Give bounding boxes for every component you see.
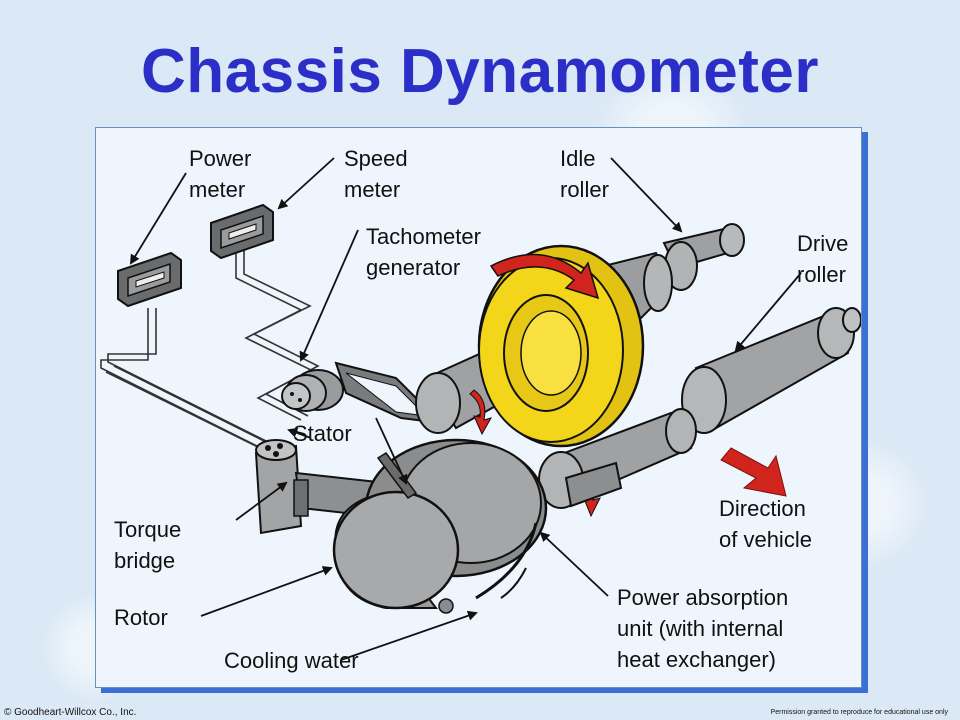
label-line: Torque: [114, 517, 182, 542]
label-line: Tachometer: [366, 224, 481, 249]
power-meter-device: [117, 251, 182, 308]
label-stator: Stator: [293, 421, 352, 446]
label-rotor: Rotor: [114, 605, 168, 630]
label-line: generator: [366, 255, 461, 280]
tire-rotation-arrow: [489, 253, 600, 300]
label-line: roller: [797, 262, 846, 287]
copyright-text: © Goodheart-Willcox Co., Inc.: [4, 707, 137, 718]
label-power-absorption-unit: Power absorption unit (with internal hea…: [617, 582, 788, 675]
label-line: Idle: [560, 146, 596, 171]
front-roller-arrow: [469, 389, 493, 436]
dynamometer-illustration: [100, 157, 861, 661]
tachometer-generator-device: [281, 369, 344, 412]
label-line: roller: [560, 177, 609, 202]
label-cooling-water: Cooling water: [224, 648, 359, 673]
label-direction-of-vehicle: Direction of vehicle: [719, 493, 812, 555]
label-line: bridge: [114, 548, 176, 573]
label-line: Power: [189, 146, 252, 171]
label-line: Drive: [797, 231, 849, 256]
label-power-meter: Power meter: [189, 143, 251, 205]
label-line: meter: [189, 177, 246, 202]
label-line: heat exchanger): [617, 647, 776, 672]
label-line: Direction: [719, 496, 806, 521]
idle-roller-device: [662, 223, 745, 291]
label-speed-meter: Speed meter: [344, 143, 408, 205]
permission-text: Permission granted to reproduce for educ…: [770, 709, 948, 716]
slide-title: Chassis Dynamometer: [141, 37, 819, 106]
direction-arrow: [720, 447, 787, 497]
label-line: Speed: [344, 146, 408, 171]
label-torque-bridge: Torque bridge: [114, 514, 181, 576]
label-idle-roller: Idle roller: [560, 143, 609, 205]
label-line: Power absorption: [617, 585, 789, 610]
power-absorption-unit-device: [332, 438, 623, 614]
leader-arrows: [129, 157, 802, 661]
speed-meter-device: [210, 203, 274, 260]
vehicle-tire: [477, 244, 645, 448]
label-line: meter: [344, 177, 401, 202]
drive-roller-device: [681, 307, 861, 434]
diagram-panel: Power meter Speed meter Tachometer gener…: [95, 127, 862, 688]
label-tachometer-generator: Tachometer generator: [366, 221, 481, 283]
label-drive-roller: Drive roller: [797, 228, 848, 290]
label-line: of vehicle: [719, 527, 812, 552]
signal-wires: [100, 248, 320, 455]
label-line: unit (with internal: [617, 616, 784, 641]
